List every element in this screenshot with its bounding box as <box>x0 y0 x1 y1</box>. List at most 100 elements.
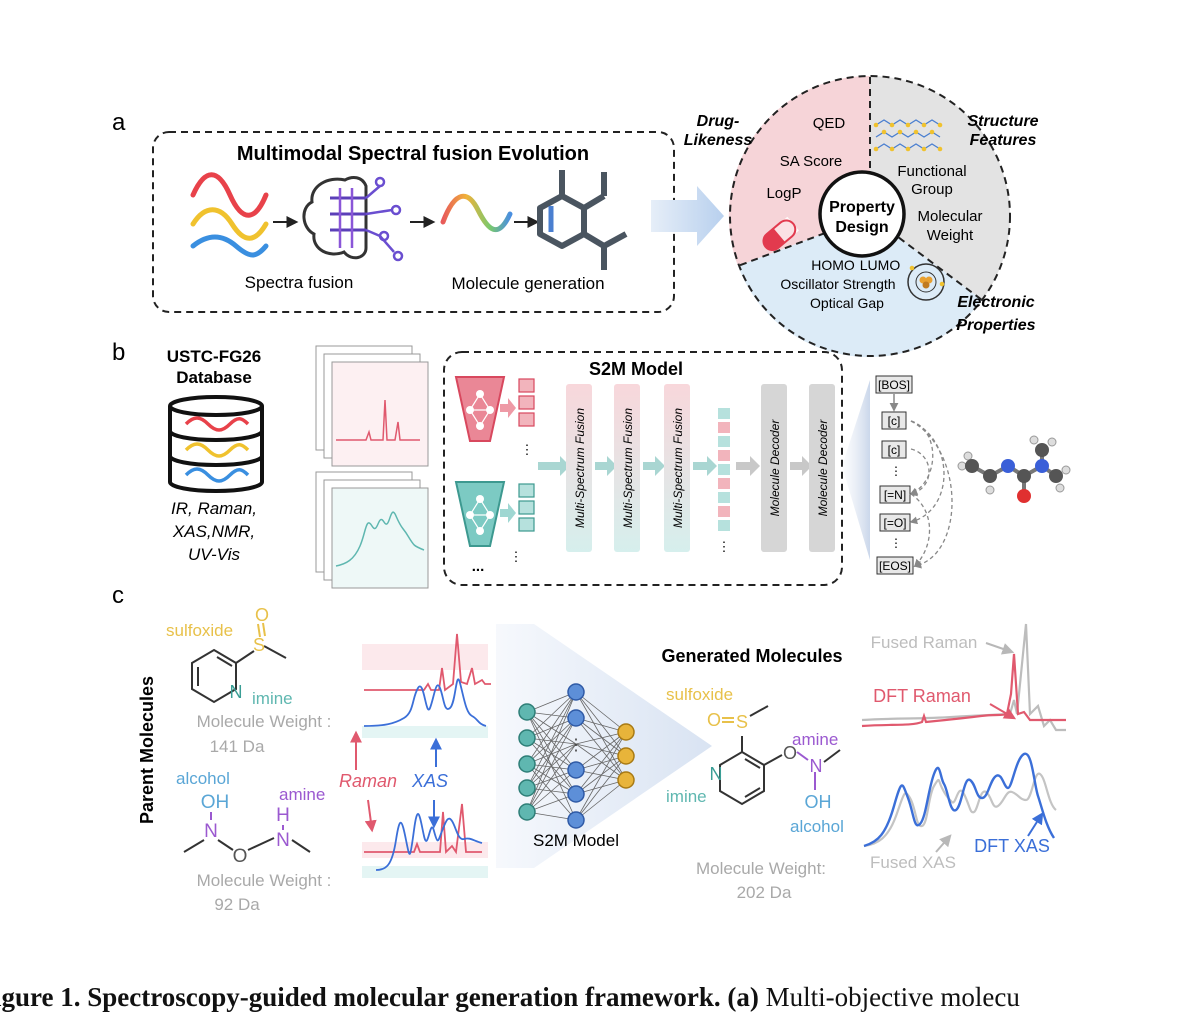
figure-caption: igure 1. Spectroscopy-guided molecular g… <box>0 982 1178 1013</box>
caption-lead: igure 1. Spectroscopy-guided molecular g… <box>0 982 721 1012</box>
drug-item-qed: QED <box>813 115 846 132</box>
raman-spectra-stack <box>315 345 429 467</box>
m2-atom-n2: N <box>276 830 290 851</box>
dft-raman-label: DFT Raman <box>873 686 971 706</box>
big-arrow-c <box>496 624 712 868</box>
m1-weight: 141 Da <box>210 737 265 756</box>
token-6: ⋮ <box>890 536 902 550</box>
molecule-generation-label: Molecule generation <box>451 274 604 293</box>
spectra-fusion-label: Spectra fusion <box>245 273 354 292</box>
xas-spectra-stack <box>315 471 429 589</box>
panel-label-c: c <box>112 582 124 609</box>
decoder-label-1: Molecule Decoder <box>768 419 782 517</box>
elec-title-1: Electronic <box>957 294 1034 311</box>
elec-title-2: Properties <box>956 317 1035 334</box>
token-3: ⋮ <box>890 464 902 478</box>
xas-comparison-plot <box>863 752 1057 848</box>
gen-atom-o2: O <box>783 743 797 763</box>
m2-weight: 92 Da <box>214 895 260 914</box>
m2-alcohol-label: alcohol <box>176 769 230 788</box>
svg-text:⋮: ⋮ <box>510 549 523 564</box>
fusion-label-3: Multi-Spectrum Fusion <box>671 408 685 528</box>
gen-sulfoxide-label: sulfoxide <box>666 685 733 704</box>
m1-atom-n: N <box>230 682 243 702</box>
struct-item-group: Group <box>911 181 953 198</box>
center-label-2: Design <box>835 219 888 236</box>
db-modalities-3: UV-Vis <box>188 545 240 564</box>
dft-xas-arrow <box>1027 811 1044 837</box>
structure-features-sector <box>870 76 1010 300</box>
m2-atom-h: H <box>276 805 290 826</box>
struct-title-1: Structure <box>967 113 1038 130</box>
struct-title-2: Features <box>970 132 1037 149</box>
struct-item-weight: Weight <box>927 227 974 244</box>
encoder-ellipsis: ... <box>472 558 485 575</box>
fusion-evolution-box <box>152 131 675 313</box>
drug-item-sa: SA Score <box>780 153 843 170</box>
panel-label-b: b <box>112 339 125 366</box>
lattice-icon <box>873 119 943 152</box>
xas-encoder: ⋮ <box>454 481 535 564</box>
gen-structure <box>719 705 841 806</box>
fused-xas-label: Fused XAS <box>870 853 956 872</box>
parent-spectra-1 <box>362 633 491 738</box>
s2m-model-box <box>443 351 843 586</box>
token-1: [c] <box>888 414 901 428</box>
brain-fusion-icon <box>302 176 404 262</box>
svg-text:⋮: ⋮ <box>718 539 731 554</box>
gen-atom-o1: O <box>707 710 721 730</box>
fusion-label-2: Multi-Spectrum Fusion <box>621 408 635 528</box>
drug-title-1: Drug- <box>697 113 740 130</box>
struct-item-functional: Functional <box>897 163 966 180</box>
token-7: [EOS] <box>879 559 911 573</box>
caption-part: (a) <box>727 982 759 1012</box>
big-arrow-right <box>651 186 724 246</box>
gen-weight: 202 Da <box>737 883 792 902</box>
gen-atom-n2: N <box>810 756 823 776</box>
token-sequence: [BOS] [c] [c] ⋮ [=N] [=O] ⋮ [EOS] <box>875 375 953 575</box>
m1-structure <box>191 622 287 704</box>
pill-icon <box>762 216 799 252</box>
m1-atom-o: O <box>255 605 269 625</box>
m1-imine-label: imine <box>252 689 293 708</box>
decoder-label-2: Molecule Decoder <box>816 419 830 517</box>
drug-item-logp: LogP <box>766 185 801 202</box>
token-4: [=N] <box>884 488 906 502</box>
svg-text:⋮: ⋮ <box>521 442 534 457</box>
db-title-1: USTC-FG26 <box>167 347 261 366</box>
gen-atom-n1: N <box>710 764 723 784</box>
gen-atom-s: S <box>736 712 748 732</box>
dft-raman-arrow <box>989 703 1017 720</box>
center-label-1: Property <box>829 199 895 216</box>
gen-imine-label: imine <box>666 787 707 806</box>
m2-bonds <box>183 812 311 853</box>
database-icon <box>168 395 264 493</box>
m2-atom-n1: N <box>204 821 218 842</box>
center-circle <box>818 170 906 258</box>
m1-atom-s: S <box>253 635 265 655</box>
parent-spectra-2 <box>362 803 488 878</box>
svg-text:⋮: ⋮ <box>568 737 584 754</box>
s2m-model-title: S2M Model <box>589 359 683 379</box>
token-0: [BOS] <box>878 378 910 392</box>
output-fan <box>842 380 870 560</box>
fused-spectrum-icon <box>440 193 513 233</box>
db-modalities-2: XAS,NMR, <box>172 522 255 541</box>
spectra-waves-icon <box>190 172 269 258</box>
raman-label: Raman <box>339 771 397 791</box>
elec-item-lumo: LUMO <box>860 257 901 273</box>
caption-rest: Multi-objective molecu <box>765 982 1020 1012</box>
gen-atom-oh: OH <box>805 792 832 812</box>
fusion-label-1: Multi-Spectrum Fusion <box>573 408 587 528</box>
m2-weight-label: Molecule Weight : <box>197 871 332 890</box>
m1-weight-label: Molecule Weight : <box>197 712 332 731</box>
output-molecule-3d <box>957 435 1071 503</box>
raman-down-arrow <box>364 799 377 833</box>
raman-encoder: ⋮ <box>454 376 535 457</box>
xas-label: XAS <box>411 771 448 791</box>
db-title-2: Database <box>176 368 252 387</box>
drug-title-2: Likeness <box>684 132 753 149</box>
m2-amine-label: amine <box>279 785 325 804</box>
token-5: [=O] <box>883 516 906 530</box>
gen-alcohol-label: alcohol <box>790 817 844 836</box>
